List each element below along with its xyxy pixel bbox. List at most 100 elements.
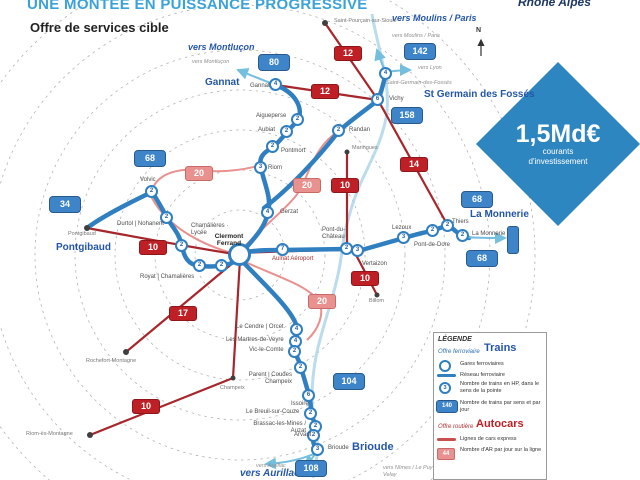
label-pont-de-dore: Pont-de-Dore <box>414 242 451 248</box>
station-chamalieres: 2 <box>175 239 188 252</box>
compass-n-label: N <box>476 27 482 34</box>
dest-la-monnerie: La Monnerie <box>470 209 529 220</box>
badge-17: 17 <box>169 306 197 321</box>
town-champeix: Champeix <box>220 385 245 391</box>
badge-20-west: 20 <box>185 166 213 181</box>
legend-count-item: Nombre de trains en HP, dans le sens de … <box>460 381 540 394</box>
legend-title: LÉGENDE <box>438 336 472 343</box>
station-vic-le-comte: 2 <box>288 345 301 358</box>
legend-rail-section: Offre ferroviaire <box>438 349 480 355</box>
badge-10-sw: 10 <box>132 399 160 414</box>
label-parent-coudes: Parent | Coudes Champeix <box>248 372 292 385</box>
station-durtol: 2 <box>160 211 173 224</box>
dir-vers-montlucon: vers Montluçon <box>192 59 230 65</box>
label-les-martres: Les Martres-de-Veyre <box>226 337 284 343</box>
label-brassac: Brassac-les-Mines / Auzat <box>253 421 306 434</box>
page-subtitle: Offre de services cible <box>30 20 169 35</box>
badge-20-southeast: 20 <box>308 294 336 309</box>
legend-ar-badge-icon: 44 <box>437 448 455 460</box>
region-label: Rhône Alpes <box>518 0 591 9</box>
badge-10-pontgibaud: 10 <box>139 240 167 255</box>
town-st-pourcain: Saint-Pourçain-sur-Sioule <box>334 18 397 24</box>
station-pont-de-dore: 2 <box>426 224 439 237</box>
badge-20-north: 20 <box>293 178 321 193</box>
station-aubiat: 2 <box>280 125 293 138</box>
label-chamalieres: Chamalières · Lycée <box>191 223 229 236</box>
label-issoire: Issoire <box>291 401 309 407</box>
dir-vers-aurillac: vers Aurillac <box>256 463 286 469</box>
label-thiers: Thiers <box>452 219 469 225</box>
station-clermont-ferrand <box>228 243 251 266</box>
label-gerzat: Gerzat <box>280 209 299 215</box>
badge-104: 104 <box>333 373 365 390</box>
label-la-monnerie: La Monnerie <box>472 231 506 237</box>
edge-badge-bar <box>507 226 519 254</box>
dest-brioude: Brioude <box>352 441 394 453</box>
station-royat-1: 2 <box>193 259 206 272</box>
label-gannat: Gannat <box>250 83 270 89</box>
station-vichy: 6 <box>371 93 384 106</box>
page-title: UNE MONTÉE EN PUISSANCE PROGRESSIVE <box>27 0 368 13</box>
badge-80: 80 <box>258 54 290 71</box>
badge-142: 142 <box>404 43 436 60</box>
dest-gannat: Gannat <box>205 77 240 88</box>
legend-daily-badge-icon: 140 <box>436 400 458 413</box>
label-randan: Randan <box>349 127 371 133</box>
station-thiers: 2 <box>441 219 454 232</box>
station-pontmort: 2 <box>266 140 279 153</box>
badge-12-north: 12 <box>334 46 362 61</box>
dir-vers-lyon: vers Lyon <box>418 65 442 71</box>
badge-68-nw: 68 <box>134 150 166 167</box>
station-parent-coudes: 2 <box>294 361 307 374</box>
station-randan: 2 <box>332 124 345 137</box>
dir-vers-nimes: vers Nîmes / Le Puy-en-Velay <box>383 465 443 478</box>
station-riom: 3 <box>254 161 267 174</box>
label-aigueperse: Aigueperse <box>256 113 287 119</box>
label-le-breuil: Le Breuil-sur-Couze <box>246 409 300 415</box>
legend-count-icon: 3 <box>439 382 451 394</box>
town-pontgibaud: Pontgibaud <box>68 231 96 237</box>
dest-vers-aurillac: vers Aurillac <box>240 468 300 479</box>
label-royat: Royat | Chamalières <box>140 274 195 280</box>
label-arvant: Arvant <box>294 432 312 438</box>
station-royat-2: 2 <box>215 259 228 272</box>
station-le-breuil: 2 <box>304 407 317 420</box>
dir-st-germain: Saint-Germain-des-Fossés <box>386 80 452 86</box>
legend-trains-heading: Trains <box>484 342 517 354</box>
dir-vers-moulins: vers Moulins / Paris <box>392 33 440 39</box>
badge-12-gannat-vichy: 12 <box>311 84 339 99</box>
label-aubiat: Aubiat <box>258 127 276 133</box>
label-volvic: Volvic <box>140 177 156 183</box>
label-riom: Riom <box>268 165 283 171</box>
badge-68-east-2: 68 <box>466 250 498 267</box>
station-aigueperse: 2 <box>291 113 304 126</box>
station-brioude: 3 <box>311 443 324 456</box>
station-aulnat: 7 <box>276 243 289 256</box>
badge-34: 34 <box>49 196 81 213</box>
investment-amount: 1,5Md€ <box>515 119 601 148</box>
investment-text: 1,5Md€ courants d'investissement <box>502 88 614 200</box>
station-lezoux: 3 <box>397 231 410 244</box>
legend-autocars-heading: Autocars <box>476 418 524 430</box>
legend-road-section: Offre routière <box>438 424 474 430</box>
legend-network-item: Réseau ferroviaire <box>460 372 505 378</box>
town-billom: Billom <box>369 298 384 304</box>
station-vertaizon: 3 <box>351 244 364 257</box>
label-aulnat: Aulnat Aéroport <box>272 256 314 262</box>
dest-st-germain: St Germain des Fossés <box>424 89 535 100</box>
legend-station-icon <box>439 360 451 372</box>
station-volvic: 2 <box>145 185 158 198</box>
station-arvant: 2 <box>307 429 320 442</box>
label-vichy: Vichy <box>389 96 404 102</box>
dest-vers-montlucon: vers Montluçon <box>188 42 255 52</box>
badge-158: 158 <box>391 107 423 124</box>
label-durtol: Durtol | Nohanent <box>117 221 164 227</box>
station-st-germain: 4 <box>379 67 392 80</box>
legend-ar-item: Nombre d'AR par jour sur la ligne <box>460 447 542 453</box>
legend-coach-line-item: Lignes de cars express <box>460 436 517 442</box>
station-le-cendre: 4 <box>290 323 303 336</box>
label-lezoux: Lezoux <box>392 225 412 231</box>
station-la-monnerie: 2 <box>456 229 469 242</box>
investment-line3: d'investissement <box>528 156 588 166</box>
